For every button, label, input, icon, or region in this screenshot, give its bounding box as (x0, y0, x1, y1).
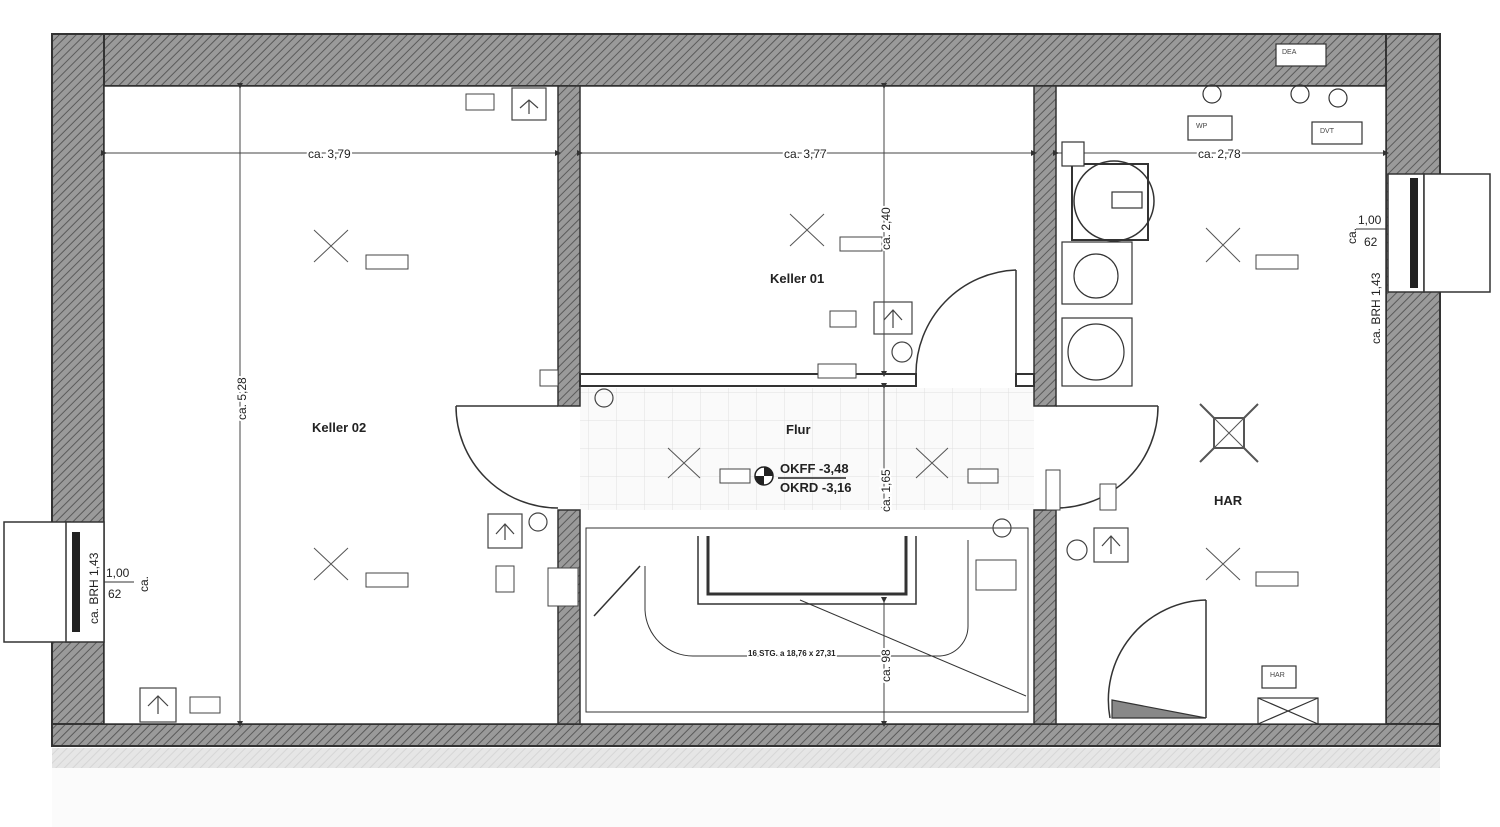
window-left-brh: ca. BRH 1,43 (87, 552, 101, 624)
elevation-okff: OKFF -3,48 (780, 461, 849, 476)
equipment-wp-label: WP (1196, 123, 1208, 130)
window-left-ca: ca. (137, 576, 151, 592)
window-left-width: 1,00 (106, 566, 130, 580)
room-label-flur: Flur (786, 422, 811, 437)
dim-stair-depth: ca. 98 (879, 649, 893, 682)
dim-keller01-width: ca. 3,77 (784, 147, 827, 161)
dim-keller02-depth: ca. 5,28 (235, 377, 249, 420)
room-label-keller02: Keller 02 (312, 420, 366, 435)
window-right-ca: ca. (1345, 228, 1359, 244)
window-right-width: 1,00 (1358, 213, 1382, 227)
light-fixtures (313, 213, 1259, 581)
window-right (1387, 173, 1491, 293)
equipment-dvt-label: DVT (1320, 128, 1335, 135)
window-left (3, 521, 105, 643)
stair (585, 527, 1029, 713)
equipment-dea-label: DEA (1282, 49, 1297, 56)
dim-har-width: ca. 2,78 (1198, 147, 1241, 161)
window-right-brh: ca. BRH 1,43 (1369, 272, 1383, 344)
elevation-marker-icon (754, 466, 846, 486)
window-left-height: 62 (108, 587, 122, 601)
outlet-symbols (139, 87, 1129, 723)
window-right-height: 62 (1364, 235, 1378, 249)
tag-boxes (189, 93, 1299, 714)
dim-keller01-depth: ca. 2,40 (879, 207, 893, 250)
flur-floor (580, 388, 1034, 510)
elevation-okrd: OKRD -3,16 (780, 480, 852, 495)
reflection-strip (52, 748, 1440, 827)
dimension-lines (101, 83, 1389, 727)
har-equipment (1061, 43, 1363, 725)
room-label-keller01: Keller 01 (770, 271, 824, 286)
dim-flur-depth: ca. 1,65 (879, 469, 893, 512)
equipment-har-label: HAR (1270, 672, 1285, 679)
room-label-har: HAR (1214, 493, 1243, 508)
interior-walls (557, 85, 1057, 725)
dim-keller02-width: ca. 3,79 (308, 147, 351, 161)
stair-spec: 16 STG. a 18,76 x 27,31 (748, 649, 836, 658)
doors (455, 269, 1207, 719)
